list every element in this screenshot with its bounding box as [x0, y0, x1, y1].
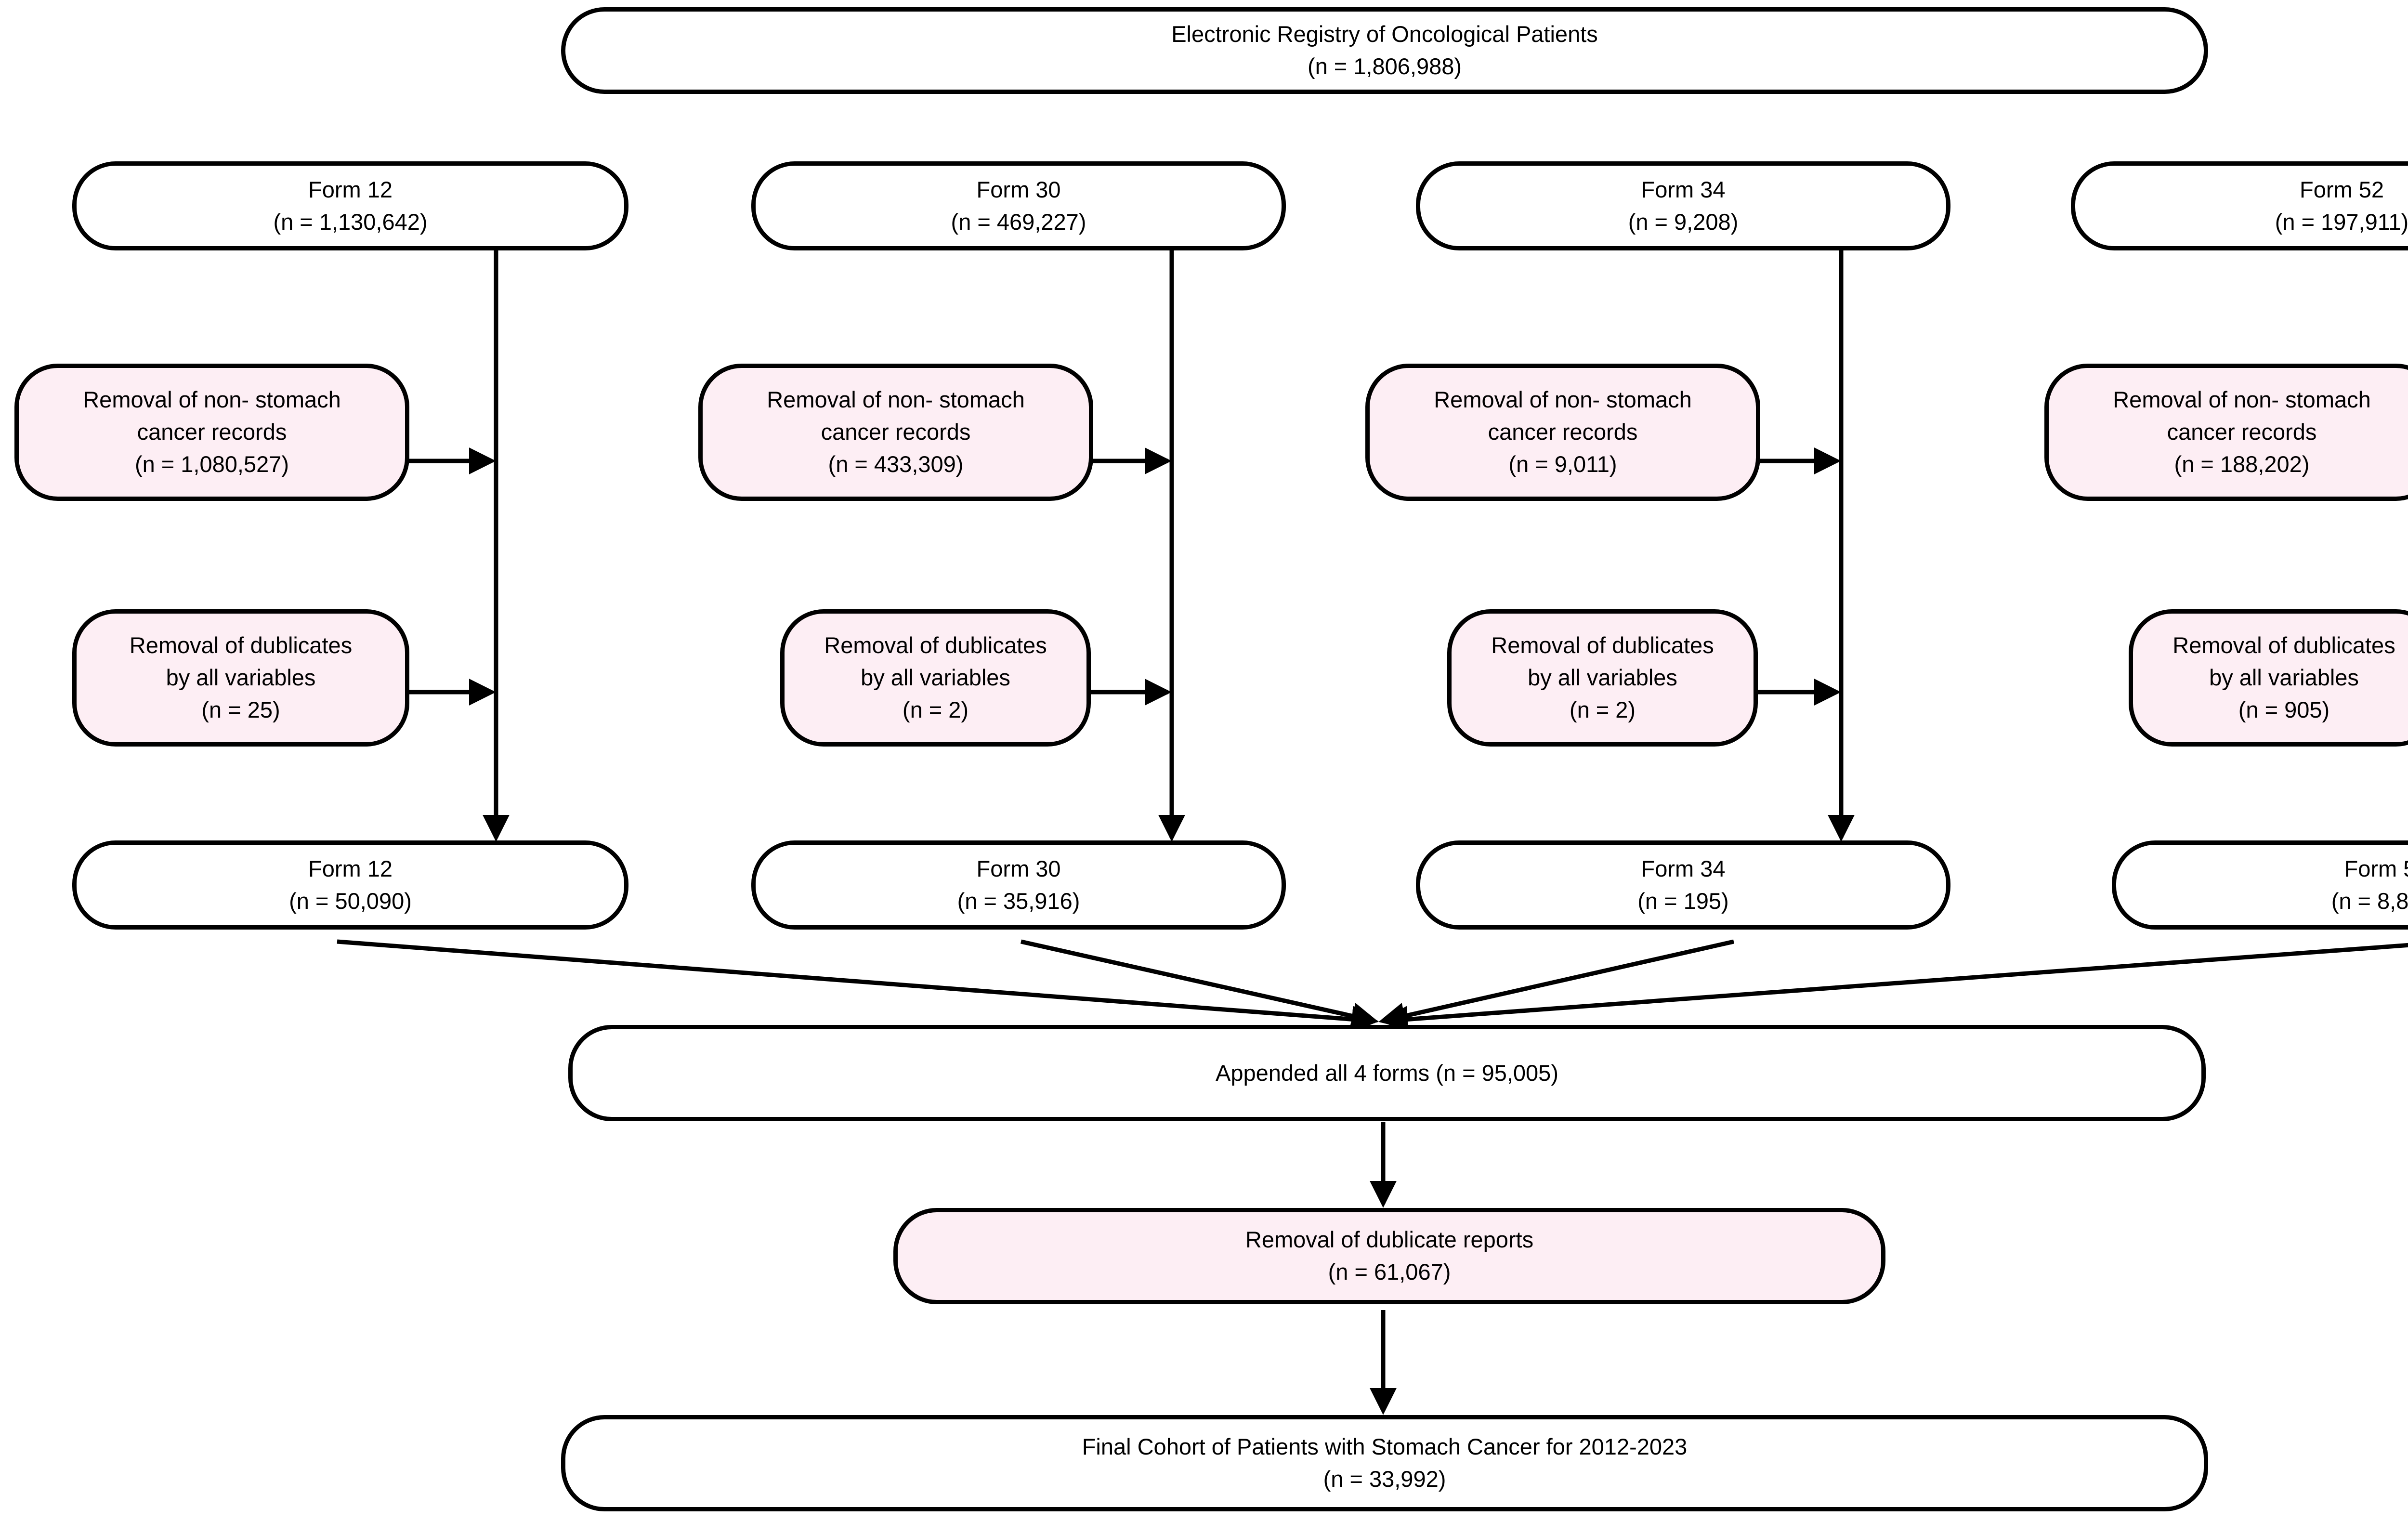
node-form-12-initial-count: (n = 1,130,642)	[273, 209, 428, 235]
node-appended-label: Appended all 4 forms (n = 95,005)	[1216, 1060, 1558, 1086]
node-appended-all-forms[interactable]: Appended all 4 forms (n = 95,005)	[568, 1025, 2206, 1121]
edge-merge-4	[1381, 943, 2408, 1033]
exclusion-duplicates-form12-count: (n = 25)	[201, 696, 280, 722]
node-form-34-initial-label: Form 34	[1641, 176, 1726, 202]
node-form-34-initial[interactable]: Form 34 (n = 9,208)	[1416, 161, 1950, 250]
node-form-52-initial[interactable]: Form 52 (n = 197,911)	[2071, 161, 2408, 250]
exclusion-nonstomach-form34-line1: Removal of non- stomach	[1434, 387, 1692, 413]
node-exclusion-nonstomach-form52[interactable]: Removal of non- stomach cancer records (…	[2044, 364, 2408, 501]
node-exclusion-nonstomach-form34[interactable]: Removal of non- stomach cancer records (…	[1365, 364, 1760, 501]
node-form-34-filtered[interactable]: Form 34 (n = 195)	[1416, 840, 1950, 930]
exclusion-nonstomach-form12-line1: Removal of non- stomach	[83, 387, 341, 413]
exclusion-nonstomach-form34-count: (n = 9,011)	[1508, 451, 1617, 477]
node-form-12-filtered-count: (n = 50,090)	[289, 888, 412, 914]
exclusion-nonstomach-form34-line2: cancer records	[1488, 419, 1638, 445]
edge-merge-2	[1021, 939, 1379, 1029]
node-exclusion-duplicates-form30[interactable]: Removal of dublicates by all variables (…	[780, 609, 1091, 747]
node-form-30-filtered[interactable]: Form 30 (n = 35,916)	[751, 840, 1286, 930]
node-exclusion-duplicates-form12[interactable]: Removal of dublicates by all variables (…	[72, 609, 409, 747]
node-form-30-initial[interactable]: Form 30 (n = 469,227)	[751, 161, 1286, 250]
exclusion-duplicates-form12-line2: by all variables	[166, 665, 316, 691]
exclusion-duplicates-form30-line1: Removal of dublicates	[824, 632, 1047, 658]
node-removal-duplicate-reports-label: Removal of dublicate reports	[1245, 1227, 1534, 1253]
exclusion-duplicates-form34-line2: by all variables	[1528, 665, 1677, 691]
node-final-cohort[interactable]: Final Cohort of Patients with Stomach Ca…	[561, 1415, 2208, 1511]
node-form-34-filtered-count: (n = 195)	[1637, 888, 1729, 914]
exclusion-nonstomach-form52-line2: cancer records	[2167, 419, 2317, 445]
exclusion-duplicates-form12-line1: Removal of dublicates	[129, 632, 353, 658]
node-exclusion-duplicates-form34[interactable]: Removal of dublicates by all variables (…	[1447, 609, 1758, 747]
node-exclusion-nonstomach-form12[interactable]: Removal of non- stomach cancer records (…	[14, 364, 409, 501]
edge-merge-3	[1378, 939, 1734, 1029]
node-removal-duplicate-reports[interactable]: Removal of dublicate reports (n = 61,067…	[893, 1208, 1885, 1304]
node-form-30-filtered-count: (n = 35,916)	[957, 888, 1080, 914]
exclusion-duplicates-form30-line2: by all variables	[861, 665, 1010, 691]
node-final-cohort-count: (n = 33,992)	[1323, 1466, 1446, 1492]
node-form-30-filtered-label: Form 30	[976, 855, 1061, 881]
exclusion-nonstomach-form30-line1: Removal of non- stomach	[767, 387, 1025, 413]
exclusion-duplicates-form34-count: (n = 2)	[1569, 696, 1636, 722]
exclusion-nonstomach-form52-line1: Removal of non- stomach	[2113, 387, 2371, 413]
node-form-52-filtered[interactable]: Form 52 (n = 8,804)	[2112, 840, 2408, 930]
node-form-30-initial-count: (n = 469,227)	[951, 209, 1086, 235]
node-final-cohort-label: Final Cohort of Patients with Stomach Ca…	[1082, 1434, 1688, 1460]
exclusion-duplicates-form52-line1: Removal of dublicates	[2172, 632, 2395, 658]
exclusion-nonstomach-form52-count: (n = 188,202)	[2174, 451, 2310, 477]
node-removal-duplicate-reports-count: (n = 61,067)	[1328, 1259, 1451, 1285]
node-form-12-initial[interactable]: Form 12 (n = 1,130,642)	[72, 161, 628, 250]
exclusion-nonstomach-form30-line2: cancer records	[821, 419, 971, 445]
node-form-12-filtered[interactable]: Form 12 (n = 50,090)	[72, 840, 628, 930]
node-form-30-initial-label: Form 30	[976, 176, 1061, 202]
node-exclusion-duplicates-form52[interactable]: Removal of dublicates by all variables (…	[2129, 609, 2408, 747]
exclusion-nonstomach-form12-count: (n = 1,080,527)	[134, 451, 289, 477]
node-form-52-initial-label: Form 52	[2300, 176, 2384, 202]
node-exclusion-nonstomach-form30[interactable]: Removal of non- stomach cancer records (…	[698, 364, 1093, 501]
node-source-count: (n = 1,806,988)	[1307, 53, 1462, 79]
node-source-label: Electronic Registry of Oncological Patie…	[1171, 21, 1598, 47]
exclusion-nonstomach-form12-line2: cancer records	[137, 419, 287, 445]
exclusion-nonstomach-form30-count: (n = 433,309)	[828, 451, 964, 477]
node-source-registry[interactable]: Electronic Registry of Oncological Patie…	[561, 7, 2208, 94]
node-form-12-filtered-label: Form 12	[308, 855, 393, 881]
exclusion-duplicates-form34-line1: Removal of dublicates	[1491, 632, 1714, 658]
node-form-34-filtered-label: Form 34	[1641, 855, 1726, 881]
node-form-52-filtered-count: (n = 8,804)	[2331, 888, 2408, 914]
edge-merge-1	[337, 939, 1379, 1033]
node-form-34-initial-count: (n = 9,208)	[1628, 209, 1739, 235]
node-form-52-filtered-label: Form 52	[2344, 855, 2408, 881]
exclusion-duplicates-form52-line2: by all variables	[2209, 665, 2359, 691]
node-form-52-initial-count: (n = 197,911)	[2275, 209, 2408, 235]
exclusion-duplicates-form52-count: (n = 905)	[2238, 696, 2330, 722]
node-form-12-initial-label: Form 12	[308, 176, 393, 202]
exclusion-duplicates-form30-count: (n = 2)	[902, 696, 969, 722]
